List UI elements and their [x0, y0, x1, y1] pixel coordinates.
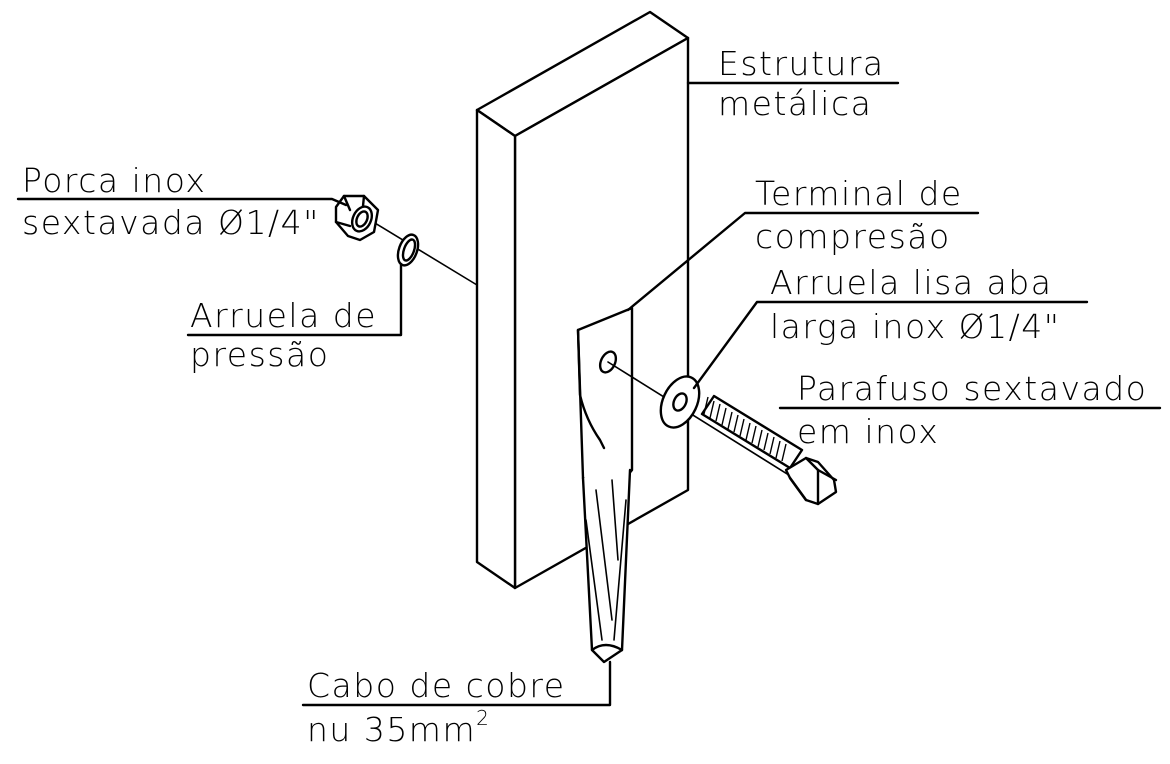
bolt-axis	[607, 361, 809, 488]
label-porca: Porca inox sextavada Ø1/4"	[22, 161, 320, 242]
copper-cable	[581, 468, 632, 664]
label-cabo-line2-main: nu 35mm	[307, 710, 476, 749]
label-arruela-lisa-line2: larga inox Ø1/4"	[770, 307, 1060, 346]
label-cabo-superscript: 2	[476, 706, 490, 730]
label-terminal-line1: Terminal de	[755, 174, 963, 213]
flat-washer	[659, 375, 701, 429]
label-arruela-lisa-line1: Arruela lisa aba	[770, 263, 1052, 302]
label-porca-line2: sextavada Ø1/4"	[22, 203, 320, 242]
metal-structure	[475, 10, 690, 590]
label-parafuso: Parafuso sextavado em inox	[797, 369, 1147, 451]
hex-nut	[334, 194, 380, 242]
label-terminal-line2: compresão	[755, 217, 951, 256]
label-terminal: Terminal de compresão	[755, 174, 963, 256]
label-cabo: Cabo de cobre nu 35mm2	[307, 666, 566, 749]
label-arruela-pressao-line2: pressão	[190, 335, 329, 374]
label-cabo-line1: Cabo de cobre	[307, 666, 566, 705]
lock-washer	[396, 233, 420, 267]
label-cabo-line2: nu 35mm2	[307, 706, 490, 749]
label-parafuso-line1: Parafuso sextavado	[797, 369, 1147, 408]
label-estrutura: Estrutura metálica	[718, 44, 885, 123]
label-estrutura-line1: Estrutura	[718, 44, 885, 83]
label-arruela-pressao-line1: Arruela de	[190, 296, 377, 335]
label-arruela-pressao: Arruela de pressão	[190, 296, 377, 374]
label-parafuso-line2: em inox	[797, 412, 939, 451]
label-porca-line1: Porca inox	[22, 161, 206, 200]
compression-terminal	[576, 306, 634, 487]
hex-bolt	[700, 394, 838, 506]
label-estrutura-line2: metálica	[718, 84, 872, 123]
leader-lines	[16, 81, 1162, 707]
label-arruela-lisa: Arruela lisa aba larga inox Ø1/4"	[770, 263, 1060, 346]
